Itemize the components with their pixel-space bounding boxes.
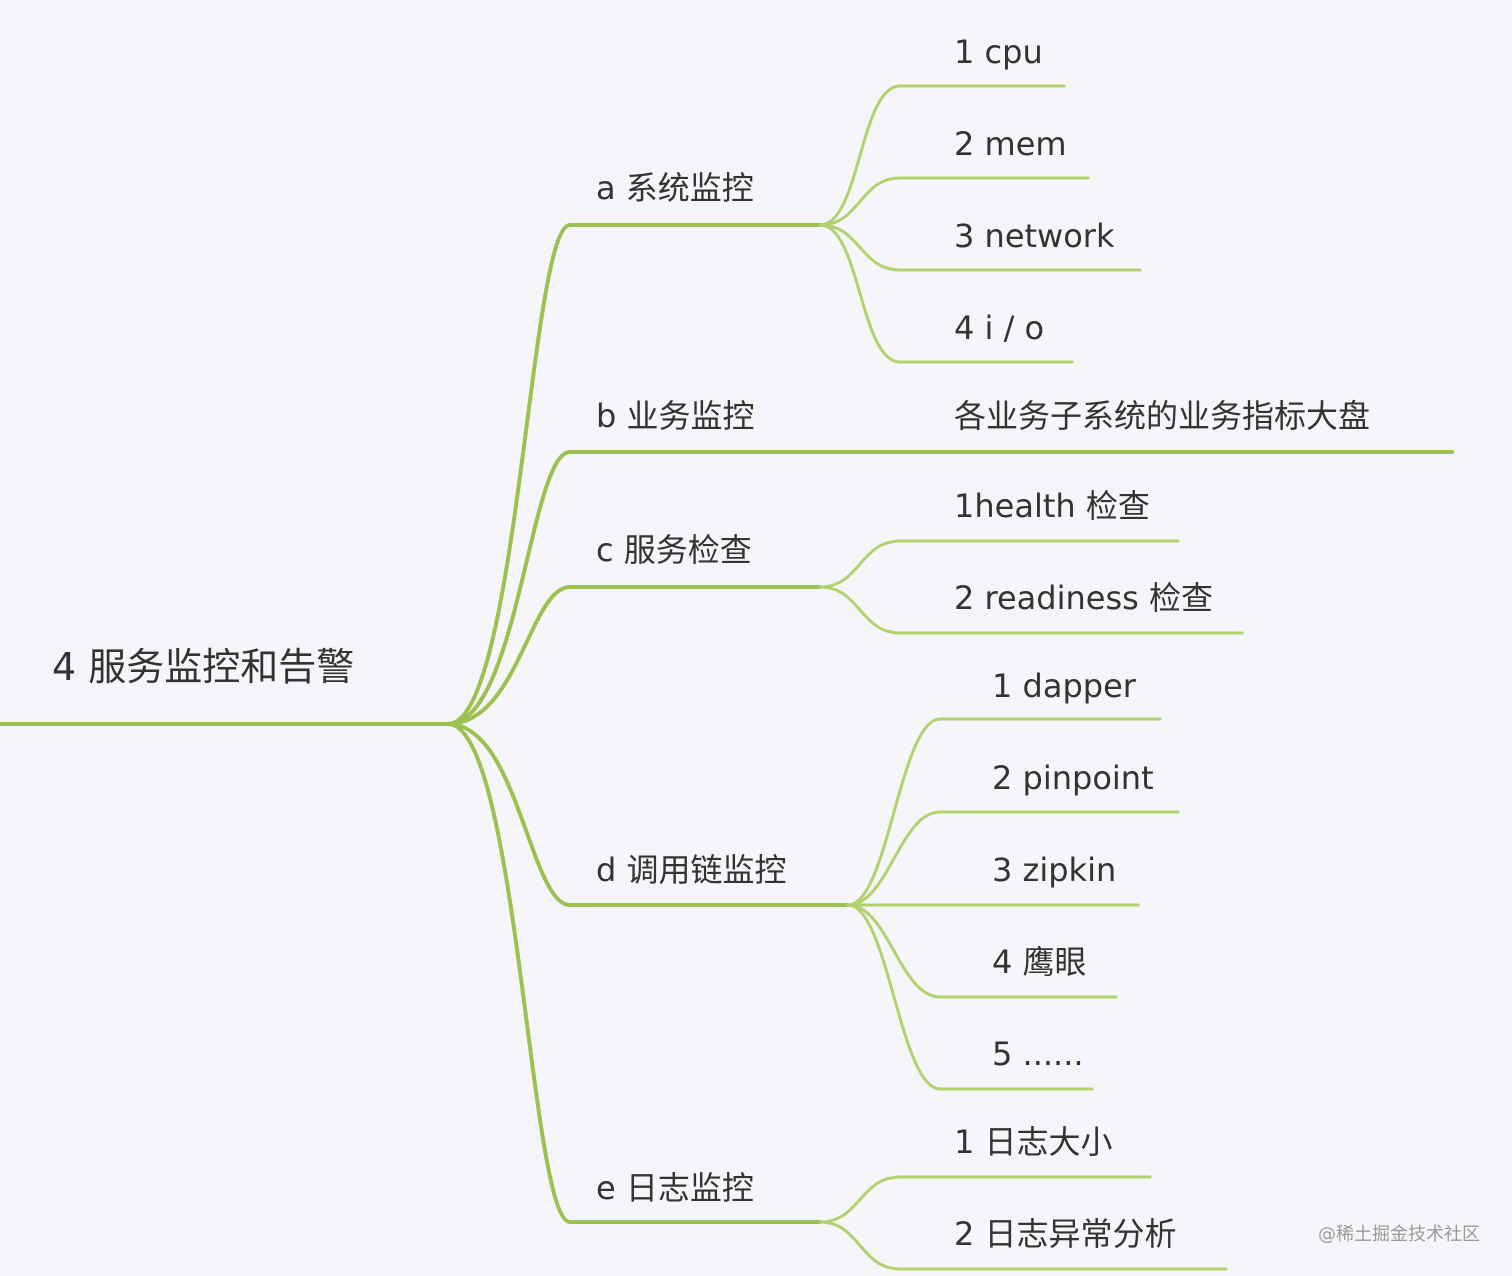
leaf-connector [818,585,902,635]
leaf-connector [818,176,902,227]
leaf-connector [846,717,942,907]
leaf-label[interactable]: 2 mem [954,125,1067,163]
branch-label-system[interactable]: a 系统监控 [596,169,754,207]
leaf-label[interactable]: 2 pinpoint [992,759,1154,797]
leaf-connector [818,223,902,364]
leaf-label[interactable]: 1 cpu [954,33,1043,71]
leaf-label[interactable]: 各业务子系统的业务指标大盘 [954,397,1371,435]
leaf-connector [846,810,942,907]
branch-label-service-check[interactable]: c 服务检查 [596,531,752,569]
leaf-connector [818,1175,902,1224]
leaf-label[interactable]: 1 dapper [992,667,1136,705]
watermark: @稀土掘金技术社区 [1318,1224,1480,1245]
leaf-connector [818,223,902,272]
root-node-label[interactable]: 4 服务监控和告警 [52,645,355,689]
branch-connector [446,585,572,726]
leaf-label[interactable]: 3 network [954,217,1115,255]
leaf-label[interactable]: 2 readiness 检查 [954,579,1213,617]
leaf-connector [846,903,942,1091]
leaf-label[interactable]: 5 ...... [992,1035,1084,1073]
leaf-label[interactable]: 2 日志异常分析 [954,1215,1177,1253]
leaf-connector [818,539,902,589]
leaf-connector [818,1220,902,1271]
branch-connector [446,722,572,907]
branch-connector [446,450,572,726]
leaf-label[interactable]: 4 i / o [954,309,1045,347]
leaf-label[interactable]: 4 鹰眼 [992,943,1087,981]
branch-label-tracing[interactable]: d 调用链监控 [596,851,787,889]
branch-connector [446,223,572,726]
leaf-label[interactable]: 3 zipkin [992,851,1117,889]
leaf-label[interactable]: 1 日志大小 [954,1123,1113,1161]
branch-label-log[interactable]: e 日志监控 [596,1169,754,1207]
branch-connector [446,722,572,1224]
leaf-label[interactable]: 1health 检查 [954,487,1150,525]
leaf-connector [818,84,902,227]
leaf-connector [846,903,942,999]
branch-label-business[interactable]: b 业务监控 [596,397,755,435]
